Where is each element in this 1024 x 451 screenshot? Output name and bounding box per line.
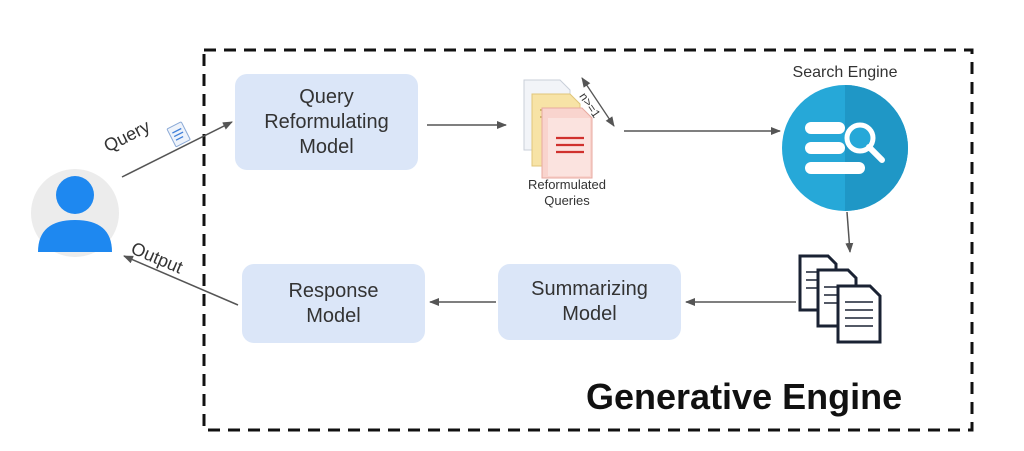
response-model-box: Response Model [242, 264, 425, 343]
user-icon [31, 169, 119, 257]
query-model-line-2: Reformulating [264, 110, 389, 133]
arrow-response-to-user [123, 255, 239, 306]
search-engine-label: Search Engine [792, 64, 898, 81]
summarizing-model-line-1: Summarizing [531, 278, 648, 300]
reformulated-line-2: Queries [544, 193, 590, 208]
summarizing-model-line-2: Model [562, 303, 617, 325]
query-model-line-1: Query [299, 85, 354, 108]
summarizing-model-box: Summarizing Model [498, 264, 681, 340]
reformulated-queries-label: Reformulated Queries [512, 177, 622, 209]
query-model-line-3: Model [299, 135, 354, 158]
arrow-search-to-documents [845, 211, 854, 253]
query-reformulating-model-box: Query Reformulating Model [235, 74, 418, 170]
documents-icon [798, 254, 882, 344]
query-document-icon [166, 121, 191, 148]
arrow-user-to-query-model [121, 121, 233, 178]
response-model-line-2: Model [306, 304, 361, 327]
generative-engine-title: Generative Engine [586, 376, 903, 417]
response-model-line-1: Response [288, 279, 379, 302]
generative-engine-border [202, 48, 974, 432]
reformulated-line-1: Reformulated [527, 177, 607, 192]
reformulated-queries-icon [523, 79, 593, 179]
search-engine-icon [782, 85, 908, 211]
count-double-arrow [581, 77, 615, 127]
